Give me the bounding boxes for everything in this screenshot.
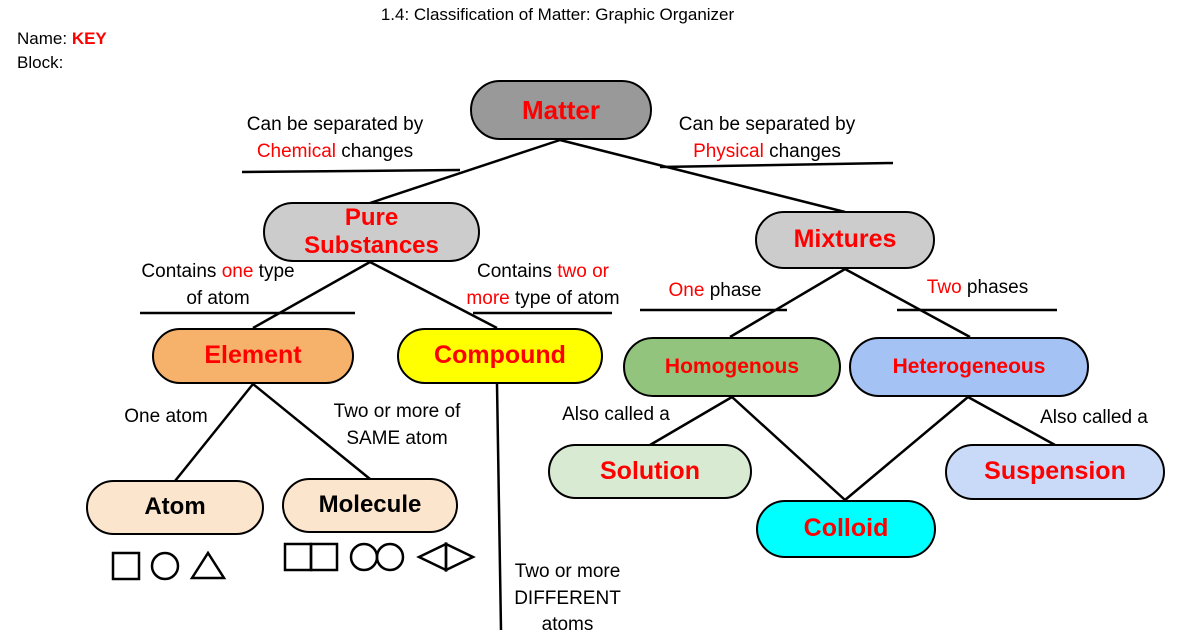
atom-node: Atom [86, 480, 264, 535]
physical-note-highlight: Physical [693, 140, 764, 162]
line-matter-pure [369, 138, 561, 205]
same-atom-note: Two or more of SAME atom [318, 399, 476, 452]
line-mixtures-homogenous [729, 267, 846, 339]
same-atom-line1: Two or more of [333, 401, 461, 422]
pure-substances-label-line1: Pure [344, 203, 399, 231]
line-compound-down [495, 383, 503, 630]
mixtures-label: Mixtures [793, 225, 897, 254]
one-type-line2: of atom [186, 287, 250, 309]
triangle-pair-icon-right [444, 542, 476, 572]
different-atoms-line2: DIFFERENT [514, 587, 621, 609]
different-atoms-line3: atoms [541, 614, 594, 636]
one-type-highlight: one [221, 261, 254, 282]
line-mixtures-heterogeneous [844, 267, 971, 339]
one-phase-highlight: One [668, 280, 705, 301]
colloid-label: Colloid [803, 514, 889, 543]
one-type-post: type [253, 261, 295, 282]
homogenous-node: Homogenous [623, 337, 841, 397]
matter-node: Matter [470, 80, 652, 140]
square-pair-icon-left [283, 542, 313, 572]
line-homogenous-colloid [731, 396, 846, 501]
pure-substances-node: Pure Substances [263, 202, 480, 262]
pure-substances-label-line2: Substances [304, 232, 439, 259]
two-type-highlight1: two or [557, 261, 610, 282]
one-phase-rest: phase [704, 280, 762, 301]
physical-note: Can be separated by Physical changes [652, 112, 882, 165]
matter-label: Matter [521, 94, 600, 125]
chemical-note: Can be separated by Chemical changes [220, 112, 450, 165]
chemical-note-line1: Can be separated by [246, 114, 424, 135]
one-type-note: Contains one type of atom [123, 259, 313, 312]
page-title: 1.4: Classification of Matter: Graphic O… [380, 5, 735, 24]
line-heterogeneous-suspension [967, 395, 1056, 447]
one-type-pre: Contains [141, 261, 222, 282]
line-element-atom [174, 383, 254, 482]
compound-node: Compound [397, 328, 603, 384]
triangle-icon [189, 550, 227, 580]
square-icon [111, 551, 141, 581]
chemical-note-highlight: Chemical [256, 140, 337, 162]
two-type-highlight2: more [466, 287, 510, 309]
block-label: Block: [17, 53, 64, 72]
different-atoms-note: Two or more DIFFERENT atoms [500, 559, 635, 639]
atom-label: Atom [144, 493, 206, 521]
two-type-pre: Contains [476, 261, 558, 282]
two-phases-highlight: Two [926, 277, 962, 298]
one-atom-note: One atom [124, 406, 208, 427]
name-row: Name: KEY [17, 29, 107, 49]
solution-label: Solution [600, 456, 700, 485]
suspension-label: Suspension [984, 457, 1126, 486]
name-value: KEY [71, 29, 107, 48]
two-type-post: type of atom [509, 287, 620, 309]
square-pair-icon-right [309, 542, 339, 572]
molecule-node: Molecule [282, 478, 458, 533]
line-pure-element [252, 260, 371, 330]
line-matter-mixtures [559, 138, 846, 214]
two-phases-rest: phases [961, 277, 1029, 298]
line-physical-underline [659, 161, 894, 169]
chemical-note-rest: changes [336, 140, 414, 162]
physical-note-rest: changes [763, 140, 841, 162]
heterogeneous-node: Heterogeneous [849, 337, 1089, 397]
circle-pair-icon-right [375, 542, 405, 572]
suspension-node: Suspension [945, 444, 1165, 500]
one-phase-note: One phase [655, 278, 775, 305]
compound-label: Compound [434, 341, 566, 370]
triangle-pair-icon-left [416, 542, 448, 572]
name-label: Name: [17, 29, 68, 48]
homogenous-label: Homogenous [664, 354, 800, 378]
circle-pair-icon-left [349, 542, 379, 572]
physical-note-line1: Can be separated by [678, 114, 856, 135]
mixtures-node: Mixtures [755, 211, 935, 269]
element-label: Element [204, 341, 302, 370]
heterogeneous-label: Heterogeneous [892, 354, 1046, 378]
molecule-shapes [283, 542, 476, 572]
line-chemical-underline [241, 168, 461, 174]
solution-node: Solution [548, 444, 752, 499]
also-called-right-note: Also called a [1040, 407, 1148, 428]
two-phases-note: Two phases [910, 275, 1045, 302]
two-type-note: Contains two or more type of atom [448, 259, 638, 312]
line-homogenous-solution [649, 395, 733, 447]
element-node: Element [152, 328, 354, 384]
different-atoms-line1: Two or more [514, 561, 621, 582]
colloid-node: Colloid [756, 500, 936, 558]
atom-shapes [111, 550, 227, 581]
same-atom-line2: SAME atom [346, 427, 448, 449]
also-called-left-note: Also called a [562, 404, 670, 425]
line-pure-compound [369, 260, 498, 330]
line-element-molecule [252, 383, 371, 480]
line-heterogeneous-colloid [844, 396, 969, 501]
circle-icon [150, 551, 180, 581]
molecule-label: Molecule [318, 491, 422, 519]
